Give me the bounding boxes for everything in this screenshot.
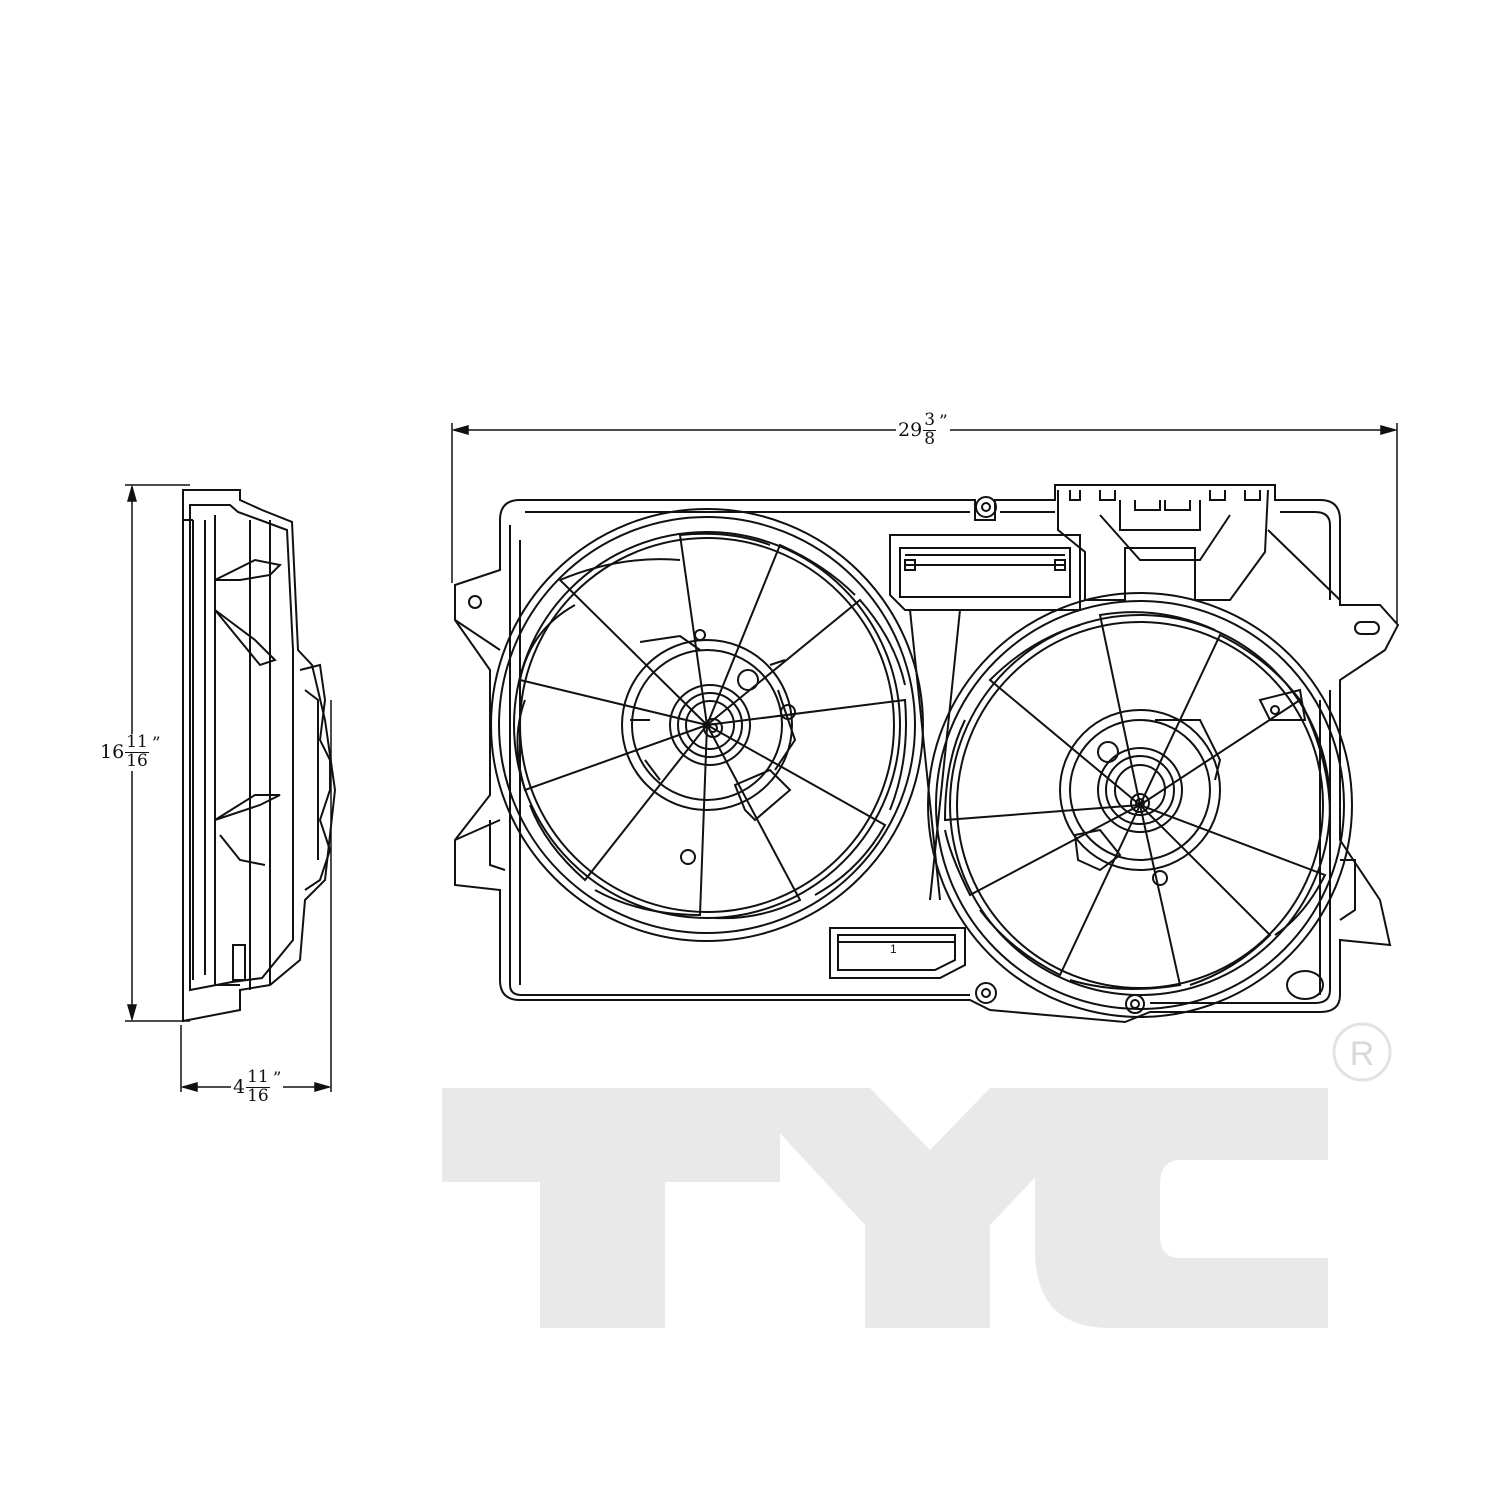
left-fan-blades	[516, 532, 907, 920]
connector-label: 1	[890, 942, 897, 956]
width-unit: ”	[939, 412, 948, 432]
height-dimension-label: 16 11 16 ”	[98, 732, 163, 771]
front-view	[454, 484, 1400, 1024]
width-denominator: 8	[924, 428, 936, 449]
depth-whole: 4	[233, 1075, 246, 1098]
left-fan	[490, 508, 924, 942]
registered-letter: R	[1350, 1035, 1375, 1073]
shroud-outline	[454, 484, 1400, 1024]
width-dimension-label: 29 3 8 ”	[896, 410, 950, 449]
depth-numerator: 11	[246, 1067, 270, 1088]
depth-fraction: 11 16	[246, 1067, 270, 1106]
height-whole: 16	[100, 740, 125, 763]
width-dimension-line	[451, 423, 1398, 623]
width-whole: 29	[898, 418, 923, 441]
right-fan	[927, 592, 1353, 1018]
depth-dimension-label: 4 11 16 ”	[231, 1067, 284, 1106]
depth-denominator: 16	[247, 1085, 269, 1106]
height-numerator: 11	[125, 732, 149, 753]
tyc-logo	[442, 1088, 1328, 1328]
registered-mark: R	[1332, 1022, 1392, 1082]
height-fraction: 11 16	[125, 732, 149, 771]
right-fan-blades	[943, 611, 1331, 990]
height-unit: ”	[151, 734, 161, 754]
height-denominator: 16	[126, 750, 148, 771]
depth-unit: ”	[272, 1069, 282, 1089]
width-fraction: 3 8	[923, 410, 937, 449]
side-view	[182, 489, 337, 1023]
width-numerator: 3	[923, 410, 937, 431]
